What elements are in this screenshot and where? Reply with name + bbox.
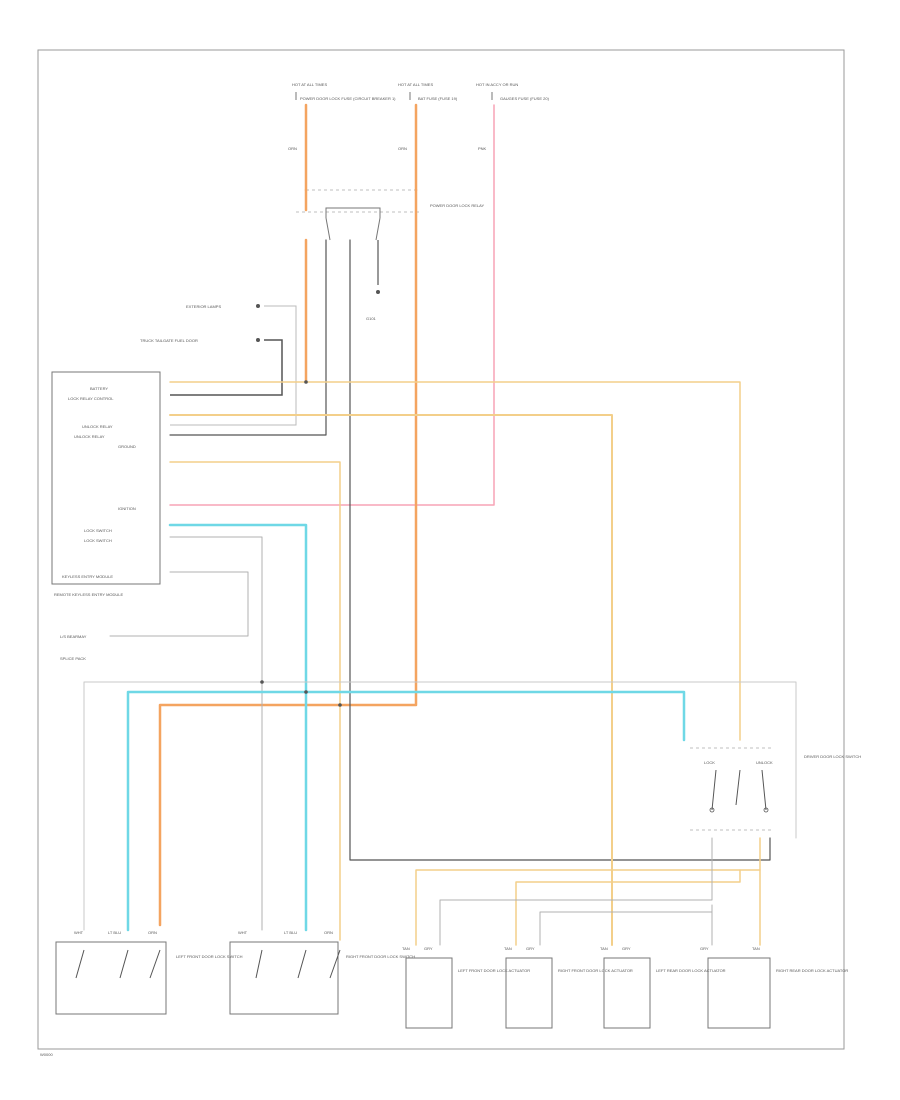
wire-tan-actuator-2 [515,869,741,946]
exterior-lamps: EXTERIOR LAMPS [170,304,297,426]
rr-act-wire-1: TAN [752,946,760,951]
lf-switch-wire-2: ORN [148,930,157,935]
tailgate-label: TRUCK TAILGATE FUEL DOOR [140,338,198,343]
wire-dark-relay-1 [169,239,327,436]
module-pin-3: UNLOCK RELAY [74,434,105,439]
fuse-1-wire: ORN [288,146,297,151]
fuse-2-label: HOT AT ALL TIMES [398,82,433,87]
lf-switch-wire-1: LT BLU [108,930,121,935]
corner-label: W0000 [40,1052,53,1057]
rf-switch-label: RIGHT FRONT DOOR LOCK SWITCH [346,954,415,959]
rr-door-lock-actuator: GRY TAN RIGHT REAR DOOR LOCK ACTUATOR [700,946,848,1029]
module-pin-5: IGNITION [118,506,136,511]
lr-act-label: LEFT REAR DOOR LOCK ACTUATOR [656,968,726,973]
rf-switch-wire-1: LT BLU [284,930,297,935]
fuse-3-label: HOT IN ACCY OR RUN [476,82,518,87]
fuse-1: HOT AT ALL TIMES POWER DOOR LOCK FUSE (C… [288,82,396,151]
lf-act-label: LEFT FRONT DOOR LOCK ACTUATOR [458,968,530,973]
fuse-1-label: HOT AT ALL TIMES [292,82,327,87]
module-caption: REMOTE KEYLESS ENTRY MODULE [54,592,124,597]
fuse-1-desc: POWER DOOR LOCK FUSE (CIRCUIT BREAKER 1) [300,96,396,101]
wire-gray-actuator-1 [439,837,713,946]
door-lock-relay: POWER DOOR LOCK RELAY [296,203,484,285]
fuse-2-desc: BAT FUSE (FUSE 19) [418,96,458,101]
wire-tan-module [169,461,341,941]
relay-label: POWER DOOR LOCK RELAY [430,203,484,208]
splice-label: SPLICE PACK [60,656,86,661]
wire-gray-lock [169,536,263,931]
fuse-3: HOT IN ACCY OR RUN GAUGES FUSE (FUSE 20)… [476,82,550,151]
module-pin-7: LOCK SWITCH [84,538,112,543]
lr-act-wire-1: GRY [622,946,631,951]
lf-switch-wire-0: WHT [74,930,84,935]
keyless-entry-module: BATTERY LOCK RELAY CONTROL UNLOCK RELAY … [51,371,161,597]
module-pin-4: GROUND [118,444,136,449]
wire-orange-relay-right [158,188,418,927]
rf-act-label: RIGHT FRONT DOOR LOCK ACTUATOR [558,968,633,973]
rf-switch-wire-2: ORN [324,930,333,935]
fuse-3-wire: PNK [478,146,487,151]
switch-pos-unlock: UNLOCK [756,760,773,765]
rr-act-label: RIGHT REAR DOOR LOCK ACTUATOR [776,968,848,973]
lr-door-lock-actuator: TAN GRY LEFT REAR DOOR LOCK ACTUATOR [600,946,726,1029]
lf-act-wire-1: GRY [424,946,433,951]
wire-tan-unlock [169,414,613,946]
switch-pos-lock: LOCK [704,760,715,765]
lr-act-wire-0: TAN [600,946,608,951]
wire-dark-relay-2 [349,239,771,861]
wire-orange-battery [169,381,741,741]
module-pin-2: UNLOCK RELAY [82,424,113,429]
module-pin-0: BATTERY [90,386,108,391]
module-name: KEYLESS ENTRY MODULE [62,574,113,579]
driver-door-lock-switch: DRIVER DOOR LOCK SWITCH LOCK UNLOCK [690,747,861,831]
wire-gray-actuator-2 [539,904,713,946]
right-switch-label: DRIVER DOOR LOCK SWITCH [804,754,861,759]
ground-g101: G101 [366,290,380,321]
tailgate-connector: TRUCK TAILGATE FUEL DOOR [140,338,283,396]
lf-switch-label: LEFT FRONT DOOR LOCK SWITCH [176,954,243,959]
rr-act-wire-0: GRY [700,946,709,951]
left-front-door-lock-switch: WHT LT BLU ORN LEFT FRONT DOOR LOCK SWIT… [55,930,243,1015]
module-pin-1: LOCK RELAY CONTROL [68,396,114,401]
diagram-frame [37,49,845,1050]
wire-gray-bus [83,681,797,931]
module-pin-6: LOCK SWITCH [84,528,112,533]
fuse-2: HOT AT ALL TIMES BAT FUSE (FUSE 19) ORN [398,82,458,151]
fuse-3-desc: GAUGES FUSE (FUSE 20) [500,96,550,101]
rf-door-lock-actuator: TAN GRY RIGHT FRONT DOOR LOCK ACTUATOR [504,946,633,1029]
left-connector-label: L/S BEARMAY [60,634,87,639]
wire-tan-actuator-1 [415,837,761,946]
rf-act-wire-0: TAN [504,946,512,951]
lf-act-wire-0: TAN [402,946,410,951]
wire-cyan-lock [168,523,308,932]
wire-pink-ignition [169,104,495,506]
rf-switch-wire-0: WHT [238,930,248,935]
ground-label: G101 [366,316,377,321]
rf-act-wire-1: GRY [526,946,535,951]
lf-door-lock-actuator: TAN GRY LEFT FRONT DOOR LOCK ACTUATOR [402,946,530,1029]
fuse-2-wire: ORN [398,146,407,151]
right-front-door-lock-switch: WHT LT BLU ORN RIGHT FRONT DOOR LOCK SWI… [229,930,415,1015]
wire-gray-keyless [109,571,249,637]
wire-cyan-bus [126,690,686,932]
exterior-lamps-label: EXTERIOR LAMPS [186,304,221,309]
